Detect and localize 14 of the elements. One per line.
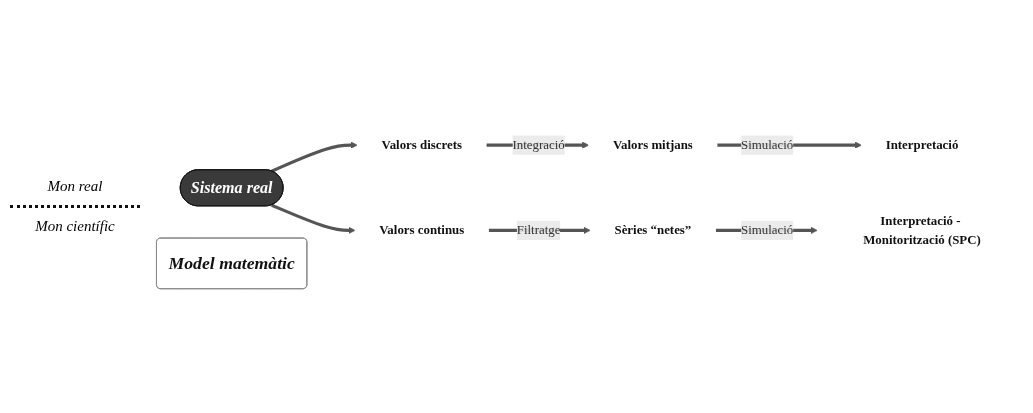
arrow	[271, 204, 356, 235]
node-text: Sèries “netes”	[614, 223, 692, 238]
edge-label: Simulació	[741, 223, 794, 238]
node-text: Valors continus	[379, 223, 465, 238]
edge-label: Filtratge	[516, 223, 561, 238]
edge-label: Integració	[512, 138, 565, 152]
region-label: Mon real	[47, 178, 103, 195]
node-text: Valors mitjans	[612, 138, 693, 152]
region-label: Mon científic	[35, 218, 115, 235]
node-text: Valors discrets	[381, 138, 462, 152]
edge-label: Simulació	[741, 138, 794, 152]
arrow	[271, 142, 358, 174]
node-text: Interpretació	[885, 138, 959, 152]
node-text: Interpretació - Monitorització (SPC)	[863, 213, 981, 247]
